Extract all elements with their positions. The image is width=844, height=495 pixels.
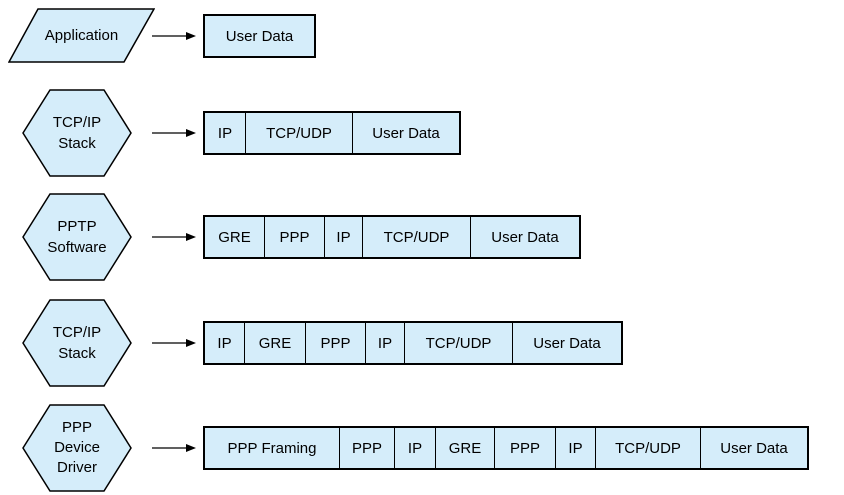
packet-row: IP GRE PPP IP TCP/UDP User Data	[203, 321, 623, 365]
stage-shape-application: Application	[8, 8, 155, 63]
packet-segment: GRE	[218, 228, 251, 246]
hexagon-shape	[22, 89, 132, 177]
stage-label: PPP Device Driver	[54, 419, 100, 476]
arrow-icon	[152, 339, 196, 347]
arrow-icon	[152, 233, 196, 241]
packet-segment: IP	[217, 334, 232, 352]
parallelogram-shape	[8, 8, 155, 63]
packet-segment: PPP Framing	[227, 439, 317, 457]
stage-label: PPTP Software	[47, 218, 107, 256]
packet-row: User Data	[203, 14, 316, 58]
packet-row: PPP Framing PPP IP GRE PPP IP TCP/UDP Us…	[203, 426, 809, 470]
packet-segment: User Data	[700, 428, 807, 468]
packet-segment: TCP/UDP	[362, 217, 470, 257]
stage-shape-ppp-device-driver: PPP Device Driver	[22, 404, 132, 492]
packet-segment: GRE	[435, 428, 494, 468]
packet-segment: GRE	[244, 323, 305, 363]
stage-label: TCP/IP Stack	[52, 324, 102, 362]
packet-segment: User Data	[225, 27, 294, 45]
packet-segment: IP	[217, 124, 233, 142]
hexagon-shape	[22, 404, 132, 492]
packet-segment: PPP	[264, 217, 324, 257]
packet-segment: PPP	[305, 323, 365, 363]
packet-segment: IP	[324, 217, 362, 257]
packet-segment: TCP/UDP	[245, 113, 352, 153]
stage-shape-tcpip-stack-2: TCP/IP Stack	[22, 299, 132, 387]
stage-label: Application	[44, 27, 119, 44]
packet-segment: TCP/UDP	[404, 323, 512, 363]
stage-shape-pptp-software: PPTP Software	[22, 193, 132, 281]
packet-segment: IP	[555, 428, 595, 468]
packet-segment: TCP/UDP	[595, 428, 700, 468]
arrow-icon	[152, 444, 196, 452]
packet-row: GRE PPP IP TCP/UDP User Data	[203, 215, 581, 259]
arrow-icon	[152, 129, 196, 137]
packet-segment: PPP	[339, 428, 394, 468]
stage-shape-tcpip-stack: TCP/IP Stack	[22, 89, 132, 177]
packet-segment: User Data	[512, 323, 621, 363]
packet-segment: User Data	[470, 217, 579, 257]
packet-segment: User Data	[352, 113, 459, 153]
packet-segment: PPP	[494, 428, 555, 468]
hexagon-shape	[22, 193, 132, 281]
packet-segment: IP	[394, 428, 435, 468]
arrow-icon	[152, 32, 196, 40]
packet-segment: IP	[365, 323, 404, 363]
packet-row: IP TCP/UDP User Data	[203, 111, 461, 155]
hexagon-shape	[22, 299, 132, 387]
stage-label: TCP/IP Stack	[52, 114, 102, 152]
